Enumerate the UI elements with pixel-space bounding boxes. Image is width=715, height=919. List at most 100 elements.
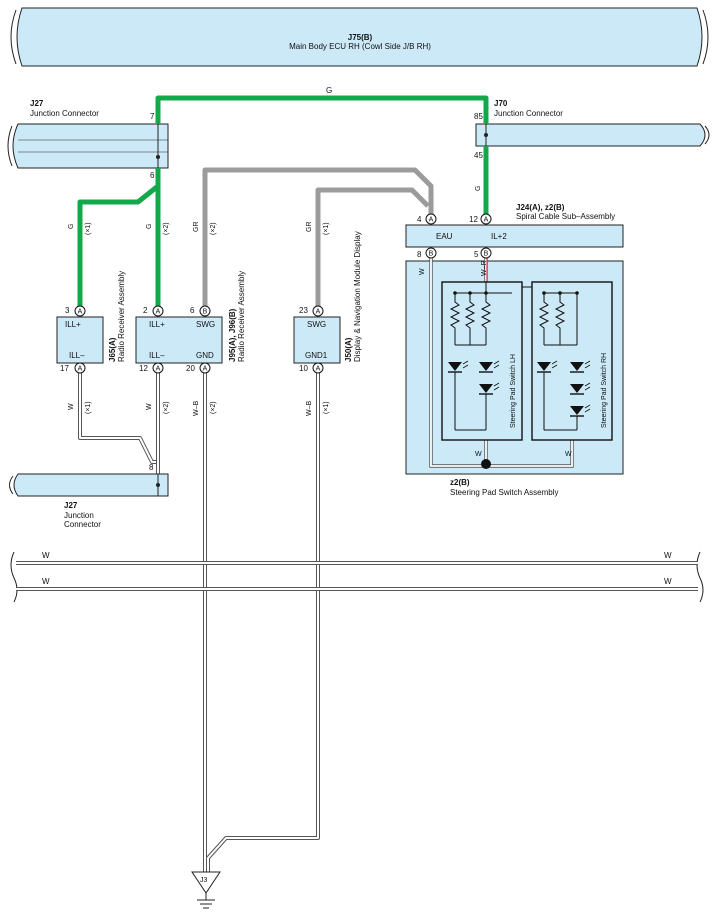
bus-w-2-right: W	[664, 577, 672, 586]
svg-text:B: B	[429, 251, 434, 258]
wire-note-j65-top: (×1)	[85, 222, 92, 235]
wire-g-j65	[77, 168, 161, 307]
j65-code: J65(A)	[108, 337, 117, 362]
j50-display-navigation: SWG GND1 23 10 J50(A) Display & Navigati…	[293, 231, 362, 373]
j50-pin23: 23	[299, 306, 308, 315]
bus-w-2-left: W	[42, 577, 50, 586]
svg-text:A: A	[156, 366, 161, 373]
j65-radio-receiver: ILL+ ILL– 3 17 J65(A) Radio Receiver Ass…	[56, 271, 126, 373]
gray-wires	[202, 167, 434, 307]
j75-code: J75(B)	[348, 33, 373, 42]
wire-gr-j95	[202, 167, 434, 307]
j24-pin8: 8	[417, 250, 422, 259]
wire-gr-j50	[315, 187, 430, 307]
switch-rh-label: Steering Pad Switch RH	[601, 353, 608, 428]
pin-circle-j65-bottom: A	[74, 362, 86, 374]
svg-text:A: A	[316, 309, 321, 316]
j75-main-body-ecu: J75(B) Main Body ECU RH (Cowl Side J/B R…	[10, 7, 709, 67]
j24-spiral-cable: J24(A), z2(B) Spiral Cable Sub–Assembly …	[405, 203, 624, 259]
svg-text:A: A	[316, 366, 321, 373]
j27-top-name: Junction Connector	[30, 109, 99, 118]
svg-text:A: A	[156, 309, 161, 316]
j70-junction-connector: J70 Junction Connector 85 45	[474, 99, 710, 160]
wire-g-top	[155, 95, 489, 124]
white-wires-ill	[78, 373, 160, 480]
j95-label-swg: SWG	[196, 320, 215, 329]
wire-label-gr-j50: GR	[306, 222, 313, 233]
bus-w-1-right: W	[664, 551, 672, 560]
j24-pin4: 4	[417, 215, 422, 224]
j95-pin12: 12	[139, 364, 148, 373]
j95-pin6: 6	[190, 306, 195, 315]
wire-note-j50-bottom: (×1)	[323, 401, 330, 414]
pin-circle-j24-b5: B	[480, 247, 492, 259]
z2-steering-pad-switch-assembly: W W W W–R	[405, 257, 624, 497]
svg-text:B: B	[203, 309, 208, 316]
z2-code: z2(B)	[450, 478, 470, 487]
pin-circle-j24-eau: A	[425, 213, 437, 225]
j3-ground: J3	[191, 871, 221, 909]
wire-label-wb-j50: W–B	[306, 401, 313, 417]
j50-code: J50(A)	[344, 337, 353, 362]
j24-pin5: 5	[474, 250, 479, 259]
j24-code: J24(A), z2(B)	[516, 203, 565, 212]
j24-pin12: 12	[469, 215, 478, 224]
j24-name: Spiral Cable Sub–Assembly	[516, 212, 615, 221]
j95-pin2: 2	[143, 306, 148, 315]
j65-pin3: 3	[65, 306, 70, 315]
wire-label-g-j65: G	[68, 224, 75, 229]
j70-name: Junction Connector	[494, 109, 563, 118]
j65-label-top: ILL+	[65, 320, 81, 329]
j27-bottom-name1: Junction	[64, 511, 94, 520]
j95-label-ill-plus: ILL+	[149, 320, 165, 329]
j70-pin45: 45	[474, 151, 483, 160]
j50-name: Display & Navigation Module Display	[353, 231, 362, 362]
wire-label-w-j65: W	[68, 403, 75, 410]
pin-circle-j95-gnd: A	[199, 362, 211, 374]
j27-bottom-code: J27	[64, 501, 78, 510]
wire-label-wr: W–R	[481, 260, 488, 276]
pin-circle-j24-il2: A	[480, 213, 492, 225]
j95-radio-receiver: ILL+ SWG ILL– GND 2 6 12 20 J95(A), J96(…	[135, 271, 246, 373]
j27-top-code: J27	[30, 99, 44, 108]
wire-note-j95-gnd: (×2)	[210, 401, 217, 414]
svg-text:B: B	[484, 251, 489, 258]
j27-top-pin6: 6	[150, 171, 155, 180]
wire-label-w-z2-right: W	[565, 451, 572, 458]
j95-name: Radio Receiver Assembly	[237, 271, 246, 362]
j70-pin85: 85	[474, 112, 483, 121]
switch-lh: Steering Pad Switch LH	[441, 281, 523, 441]
j95-label-ill-minus: ILL–	[149, 351, 165, 360]
j65-label-bottom: ILL–	[69, 351, 85, 360]
wire-label-wb-j95: W–B	[193, 401, 200, 417]
j95-label-gnd: GND	[196, 351, 214, 360]
svg-text:A: A	[203, 366, 208, 373]
bus-w-1-left: W	[42, 551, 50, 560]
j3-code: J3	[200, 877, 208, 884]
wire-note-j95-bottom: (×2)	[163, 401, 170, 414]
j65-pin17: 17	[60, 364, 69, 373]
j27-bottom-name2: Connector	[64, 520, 101, 529]
j50-pin10: 10	[299, 364, 308, 373]
wire-note-j95-top: (×2)	[163, 222, 170, 235]
wire-label-w-j95: W	[146, 403, 153, 410]
wire-label-g-top: G	[326, 86, 332, 95]
pin-circle-j50-bottom: A	[312, 362, 324, 374]
svg-text:A: A	[484, 217, 489, 224]
pin-circle-j24-b8: B	[425, 247, 437, 259]
wire-label-w-z2-bottom: W	[475, 451, 482, 458]
pin-circle-j95-ill-minus: A	[152, 362, 164, 374]
wire-note-j50-top: (×1)	[323, 222, 330, 235]
wire-label-gr-j95: GR	[193, 222, 200, 233]
svg-text:A: A	[78, 309, 83, 316]
wire-label-g-j95: G	[146, 224, 153, 229]
j95-code: J95(A), J96(B)	[228, 308, 237, 362]
w-bus-lines: W W W W	[10, 551, 704, 603]
j75-name: Main Body ECU RH (Cowl Side J/B RH)	[289, 42, 431, 51]
j95-pin20: 20	[186, 364, 195, 373]
j50-label-bottom: GND1	[305, 351, 328, 360]
j24-label-eau: EAU	[436, 232, 453, 241]
pin-circle-j50-top: A	[312, 305, 324, 317]
wire-note-j65-bottom: (×1)	[85, 401, 92, 414]
